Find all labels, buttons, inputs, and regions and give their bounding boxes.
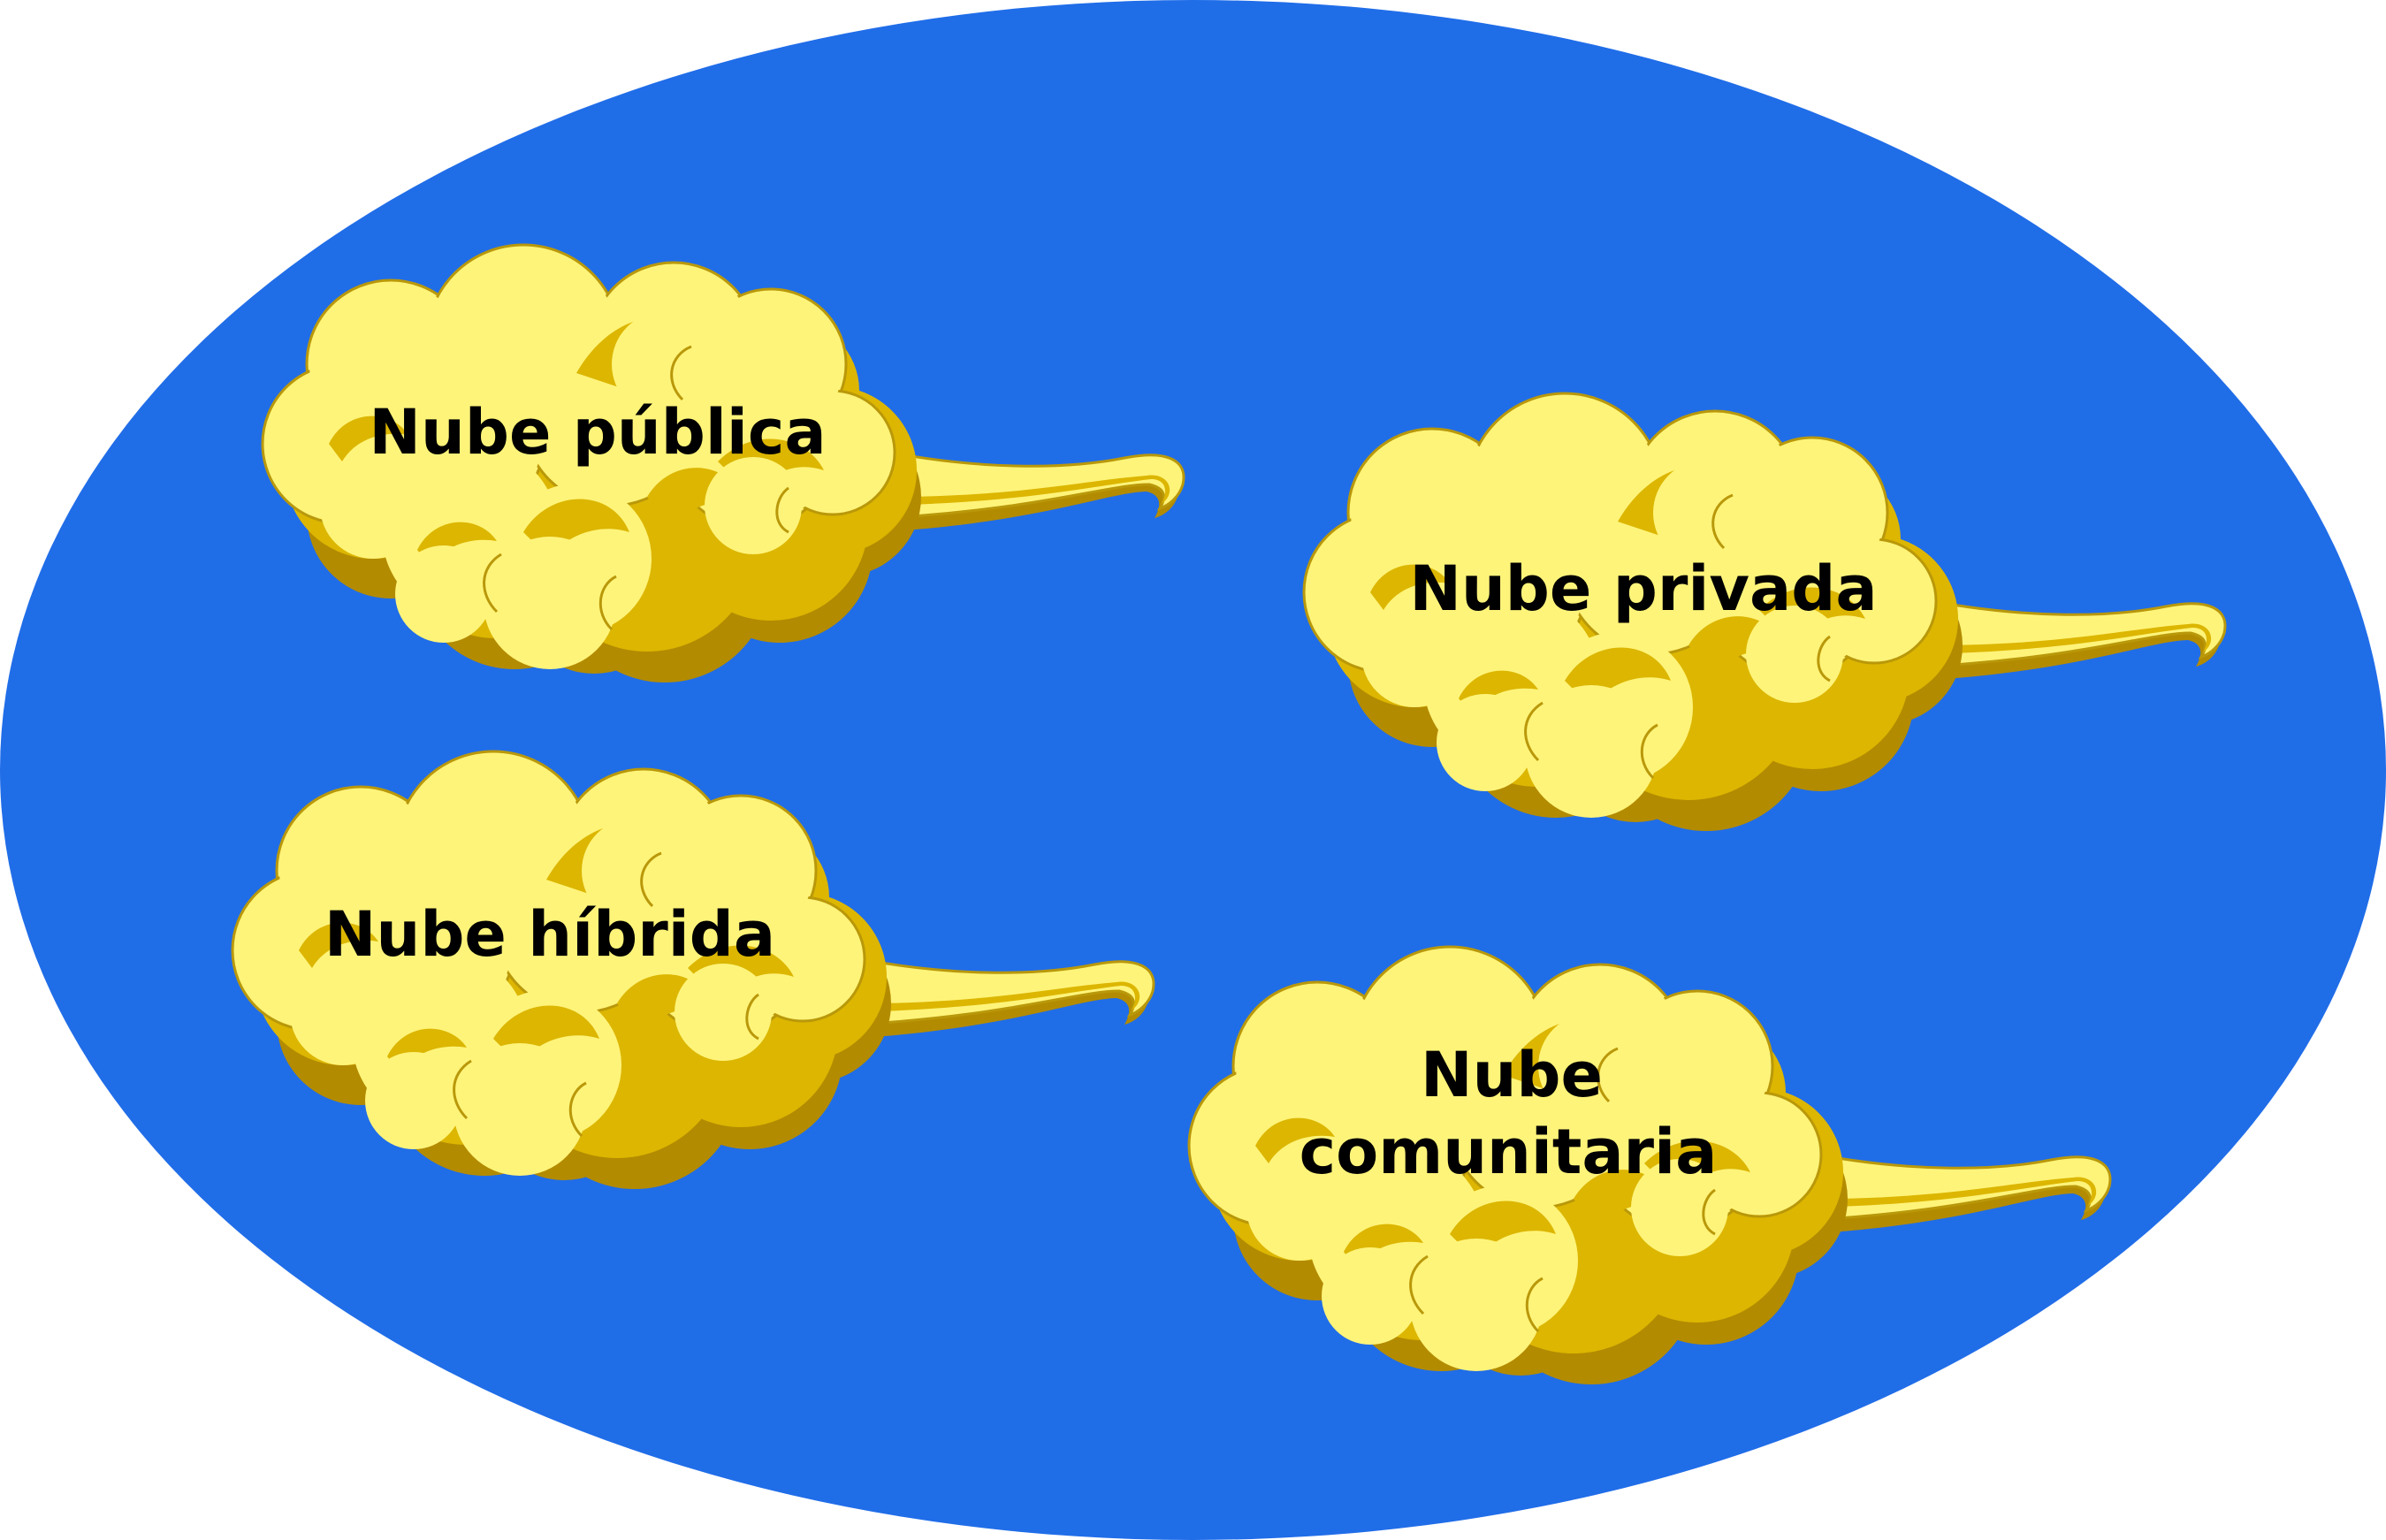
label-community-cloud-line1: Nube [1421,1039,1603,1111]
label-public-cloud: Nube pública [369,396,826,469]
label-community-cloud-line2: comunitaria [1300,1116,1718,1188]
label-hybrid-cloud: Nube híbrida [324,898,775,971]
label-private-cloud: Nube privada [1409,553,1877,625]
